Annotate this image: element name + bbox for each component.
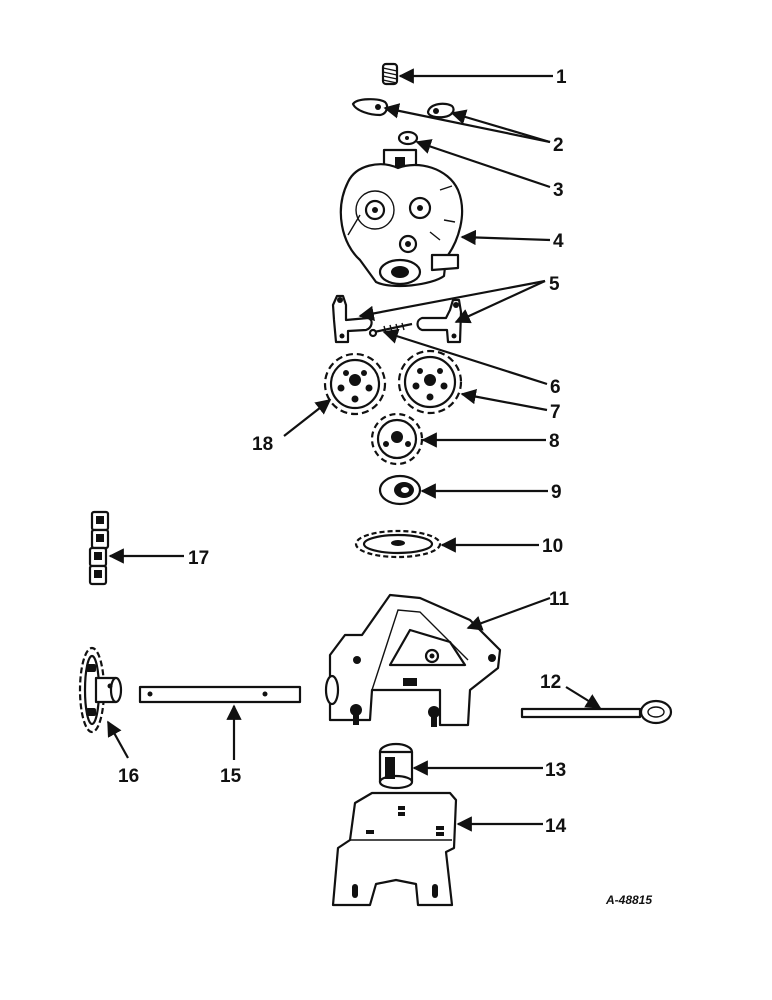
part-13-bushing (378, 742, 414, 790)
part-6-spring (368, 322, 413, 338)
part-8-sprocket (370, 412, 424, 466)
part-14-base-plate (331, 791, 458, 907)
part-3-washer (397, 130, 419, 146)
part-18-sprocket (323, 352, 387, 416)
callout-6: 6 (550, 377, 561, 398)
part-10-gear (354, 529, 442, 559)
callout-14: 14 (545, 816, 567, 837)
part-17-chain (88, 510, 110, 586)
callout-11: 11 (549, 589, 570, 610)
callout-1: 1 (556, 67, 567, 88)
callout-15: 15 (220, 766, 242, 787)
callout-2: 2 (553, 135, 564, 156)
callout-8: 8 (549, 431, 560, 452)
callout-3: 3 (553, 180, 564, 201)
part-7-sprocket (397, 349, 463, 415)
part-9-bearing (378, 474, 422, 506)
callout-13: 13 (545, 760, 566, 781)
part-12-eye-pin (520, 699, 673, 725)
callout-10: 10 (542, 536, 563, 557)
callout-labels: 1 2 3 4 5 6 7 8 9 10 11 12 13 14 15 16 1… (118, 67, 570, 837)
part-4-housing (339, 148, 464, 288)
callout-4: 4 (553, 231, 564, 252)
callout-7: 7 (550, 402, 561, 423)
callout-16: 16 (118, 766, 139, 787)
callout-18: 18 (252, 434, 273, 455)
part-11-frame (324, 593, 502, 727)
part-16-hub (78, 646, 123, 734)
leader-lines (107, 68, 602, 832)
callout-12: 12 (540, 672, 561, 693)
part-15-bar (138, 685, 302, 704)
part-5-arms (331, 294, 463, 344)
callout-9: 9 (551, 482, 562, 503)
figure-id: A-48815 (605, 893, 652, 907)
part-1-spring (381, 62, 399, 86)
part-2-plates (351, 98, 455, 119)
callout-17: 17 (188, 548, 209, 569)
callout-5: 5 (549, 274, 560, 295)
